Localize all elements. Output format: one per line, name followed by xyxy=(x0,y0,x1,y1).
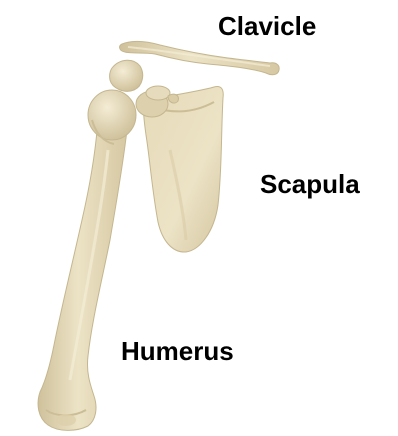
clavicle-label: Clavicle xyxy=(218,13,316,39)
humerus-label: Humerus xyxy=(121,338,234,364)
humerus-bone xyxy=(38,90,136,430)
scapula-bone xyxy=(136,86,223,252)
clavicle-bone xyxy=(120,41,280,74)
scapula-label: Scapula xyxy=(260,171,360,197)
acromion-bone xyxy=(110,60,143,91)
